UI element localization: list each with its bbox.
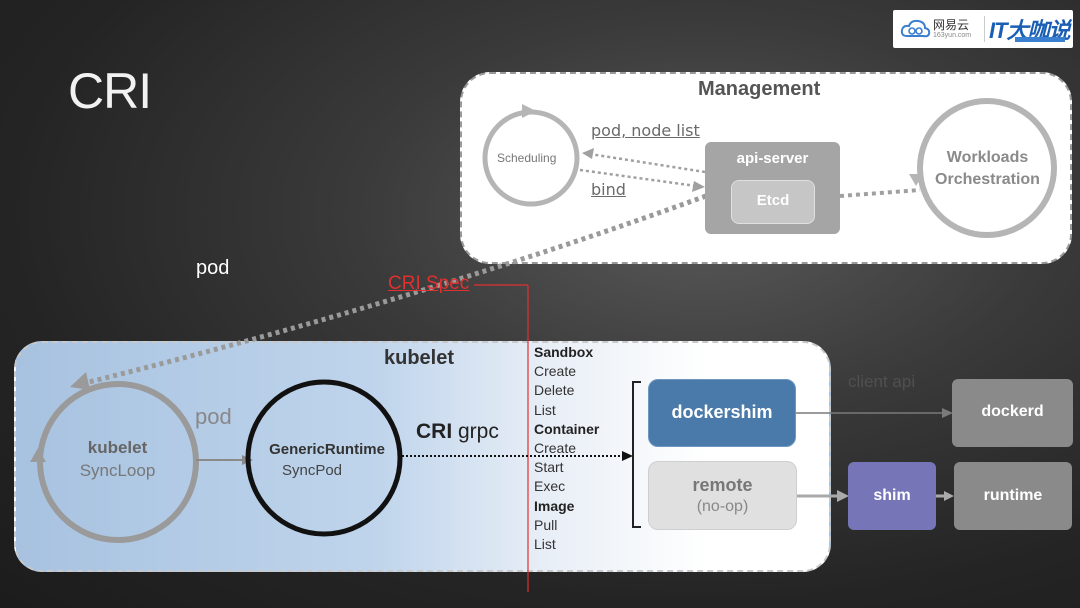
api-workloads-link [839,188,921,198]
runtime-label: runtime [983,487,1043,504]
pod-label-mid: pod [195,404,232,429]
remote-box [648,461,797,530]
api-server-label: api-server [736,150,809,167]
shim-label: shim [873,487,911,504]
operation-item: Create [534,363,577,380]
operation-item: List [534,535,556,552]
logo: 网易云 163yun.com IT大咖说 [893,10,1073,48]
dockerd-box [952,379,1073,447]
syncloop-title: kubelet [87,438,148,457]
cloud-logo-icon [900,19,931,38]
logo-domain: 163yun.com [933,32,972,39]
dockerd-label: dockerd [981,403,1044,420]
syncloop-subtitle: SyncLoop [79,461,156,480]
generic-runtime-cycle [245,379,403,537]
shim-runtime-arrowhead [944,491,954,501]
cri-grpc-arrowhead [622,451,633,461]
operation-group-header: Sandbox [534,344,594,360]
cri-grpc-rest: grpc [452,420,499,443]
shim-box [848,462,936,530]
operation-group-header: Image [534,497,575,514]
pod-node-list-arrow [589,152,706,174]
bind-arrowhead [692,181,705,192]
cri-spec-label: CRI Spec [388,273,470,294]
pod-node-list-arrowhead [582,148,594,159]
runtime-box [954,462,1072,530]
remote-label: remote [692,475,753,495]
syncloop-arrowhead [30,448,46,462]
pod-label-top: pod [196,257,230,279]
cri-grpc-label: CRI grpc [416,420,499,444]
client-api-label: client api [848,372,916,391]
operation-item: List [534,401,556,418]
remote-shim-arrowhead [837,490,849,502]
pod-watch-arrowhead [70,372,90,390]
management-title: Management [698,78,821,100]
operation-item: Start [534,459,564,476]
generic-runtime-title: GenericRuntime [269,441,385,458]
remote-noop-label: (no-op) [696,498,749,515]
logo-it-bar [1015,37,1065,42]
orchestration-label: Orchestration [935,171,1040,188]
operation-group-header: Container [534,420,600,437]
operation-item: Exec [534,478,566,495]
workloads-label: Workloads [946,149,1029,166]
cri-grpc-bold: CRI [416,420,453,443]
generic-runtime-subtitle: SyncPod [281,462,343,479]
kubelet-title: kubelet [384,347,455,369]
operation-item: Pull [534,516,558,533]
slide-title: CRI [68,63,152,119]
bind-arrow [579,168,697,188]
runtime-bracket [632,381,641,528]
operation-item: Delete [534,382,575,399]
dockershim-label: dockershim [671,402,773,422]
dockershim-box [648,379,796,447]
client-api-arrowhead [942,408,953,418]
workloads-cycle [917,98,1057,238]
operation-item: Create [534,439,577,456]
scheduling-label: Scheduling [497,151,557,165]
etcd-label: Etcd [756,192,790,209]
scheduling-arrowhead [522,104,536,118]
bind-label: bind [591,180,626,199]
workloads-arrowhead [909,174,923,186]
etcd-box [731,180,815,224]
pod-watch-arrow [84,193,707,386]
logo-name: 网易云 [933,18,970,32]
logo-divider [984,16,985,42]
pod-node-list-label: pod, node list [591,121,700,140]
